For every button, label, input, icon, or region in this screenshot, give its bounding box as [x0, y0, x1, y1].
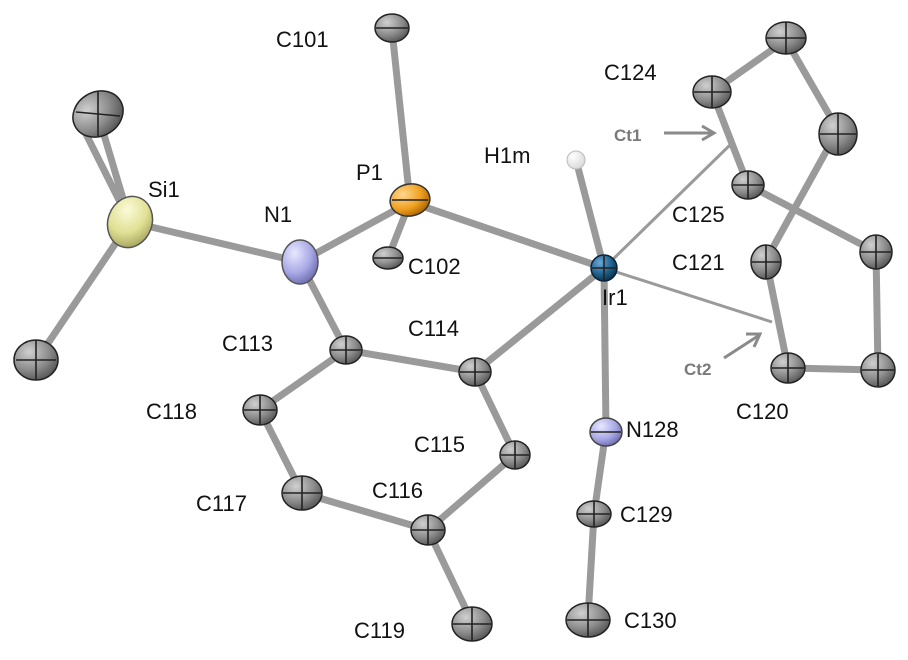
ct2-arrow — [723, 332, 763, 360]
atom-cod-right-mid — [859, 234, 893, 270]
atom-c102 — [372, 246, 404, 270]
label-c129: C129 — [620, 502, 673, 527]
label-ct2: Ct2 — [684, 360, 711, 379]
label-c124: C124 — [604, 60, 657, 85]
label-c117: C117 — [196, 491, 247, 516]
label-c118: C118 — [146, 399, 197, 424]
label-c120: C120 — [736, 399, 789, 424]
label-c113: C113 — [222, 331, 273, 356]
label-si1: Si1 — [148, 177, 180, 202]
atom-c124 — [692, 75, 732, 109]
ct1-arrow — [664, 124, 717, 142]
atom-c117 — [281, 475, 323, 511]
label-h1m: H1m — [484, 143, 530, 168]
atom-cod-right-low — [860, 352, 896, 388]
atom-c101 — [374, 13, 410, 43]
atom-c114 — [458, 357, 492, 387]
atom-ir1 — [590, 254, 618, 282]
atom-si-methyl-1 — [72, 90, 124, 138]
atom-n1 — [281, 239, 319, 285]
atom-labels: C101 C124 Ct1 H1m P1 Si1 N1 C125 C102 C1… — [146, 27, 789, 643]
atom-c129 — [576, 500, 612, 528]
bonds — [34, 26, 882, 626]
label-ir1: Ir1 — [602, 285, 628, 310]
label-c115: C115 — [414, 432, 465, 457]
label-ct1: Ct1 — [614, 126, 641, 145]
atom-p1 — [389, 183, 431, 217]
label-n1: N1 — [264, 202, 292, 227]
label-c119: C119 — [354, 618, 405, 643]
label-c125: C125 — [672, 202, 725, 227]
atom-c121 — [750, 244, 782, 280]
label-c130: C130 — [624, 608, 677, 633]
label-c121: C121 — [672, 250, 725, 275]
atom-c119 — [451, 606, 493, 642]
label-p1: P1 — [356, 160, 383, 185]
atom-si1 — [106, 195, 154, 249]
atom-h1m — [566, 150, 586, 170]
atom-c113 — [329, 335, 363, 365]
atom-c118 — [242, 394, 278, 426]
atom-c116 — [410, 514, 446, 546]
atom-c115 — [499, 440, 531, 470]
atom-cod-top — [765, 21, 807, 55]
atom-si-methyl-2 — [13, 339, 59, 381]
label-c102: C102 — [408, 254, 461, 279]
atoms — [13, 13, 896, 642]
atom-c120 — [770, 352, 806, 384]
label-c114: C114 — [408, 316, 459, 341]
label-c101: C101 — [276, 27, 329, 52]
label-c116: C116 — [372, 478, 423, 503]
label-n128: N128 — [626, 417, 679, 442]
centroid-lines — [602, 143, 773, 324]
atom-cod-right-top — [818, 112, 858, 156]
atom-c130 — [565, 602, 611, 638]
atom-c125 — [731, 170, 765, 200]
atom-n128 — [589, 417, 623, 447]
